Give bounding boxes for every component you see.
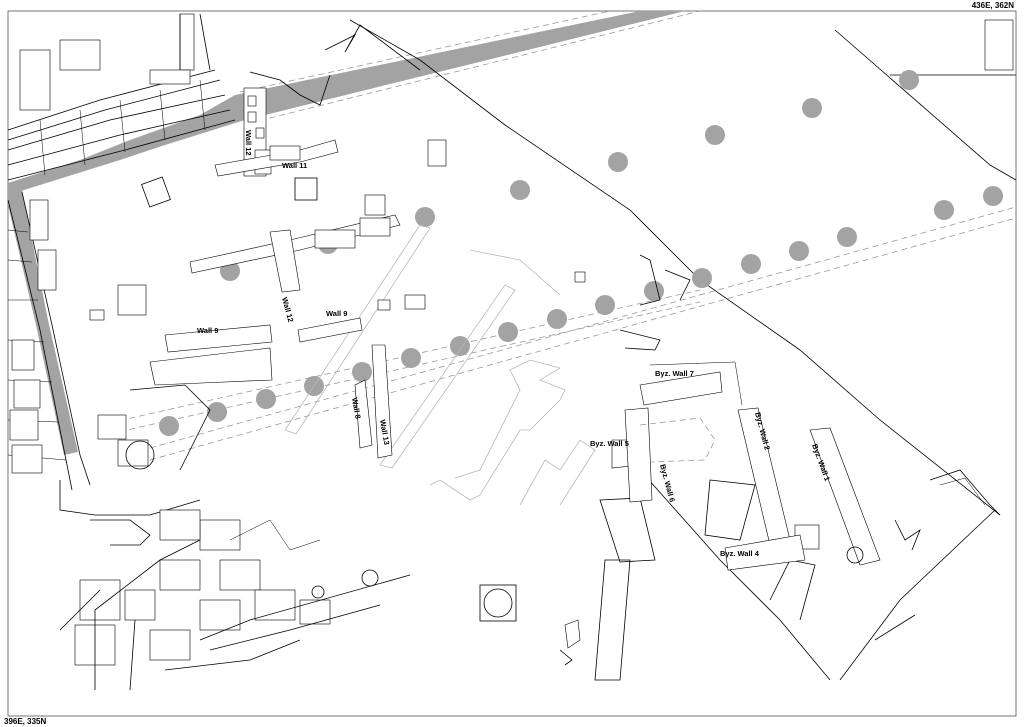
column (510, 180, 530, 200)
trench-edge-zigzag (324, 24, 421, 71)
coordinate-label-top-right: 436E, 362N (972, 1, 1014, 10)
square-feature-2 (141, 176, 171, 208)
column (595, 295, 615, 315)
northwest-masonry (7, 13, 236, 181)
label-wall-12-south: Wall 12 (280, 296, 295, 323)
column (705, 125, 725, 145)
column (692, 268, 712, 288)
colonnade-axis-dashed-4 (99, 301, 701, 437)
northeast-features (846, 19, 1014, 564)
west-wall-masonry (7, 191, 91, 491)
label-wall-9-west: Wall 9 (197, 326, 218, 335)
column (608, 152, 628, 172)
byzantine-room-outline (639, 417, 716, 463)
wall-9-east (189, 214, 401, 274)
column (415, 207, 435, 227)
column (644, 281, 664, 301)
square-feature (294, 177, 318, 201)
central-fragments (574, 254, 691, 351)
coordinate-label-bottom-left: 396E, 335N (4, 717, 46, 726)
column (159, 416, 179, 436)
column (789, 241, 809, 261)
label-wall-12-north: Wall 12 (244, 130, 253, 156)
southwest-structures (59, 384, 411, 691)
byz-wall-7 (639, 371, 723, 406)
wall-8 (354, 379, 373, 449)
column (498, 322, 518, 342)
column (256, 389, 276, 409)
label-byz-wall-4: Byz. Wall 4 (720, 549, 760, 558)
band-dashed-edge (239, 10, 611, 93)
grey-west-wall (8, 190, 78, 455)
south-central-blocks (594, 479, 816, 681)
wall-9-west (149, 324, 273, 386)
trench-boundary-ne (834, 29, 1017, 181)
column-row-north (510, 70, 919, 200)
column (837, 227, 857, 247)
column (934, 200, 954, 220)
round-pit (483, 588, 513, 618)
wall-12-south (269, 229, 301, 293)
byz-wall-1 (809, 427, 881, 566)
byz-wall-2 (737, 407, 820, 550)
column (547, 309, 567, 329)
label-wall-13: Wall 13 (378, 419, 391, 446)
east-room-boundary (649, 361, 743, 406)
wall-9-east-stub (297, 317, 363, 343)
label-wall-8: Wall 8 (350, 397, 363, 420)
byz-wall-4 (724, 534, 806, 571)
east-scale-bar (874, 614, 916, 641)
column (983, 186, 1003, 206)
trench-boundary-north (349, 19, 1001, 516)
column (899, 70, 919, 90)
trench-boundary-sw (639, 469, 831, 681)
label-byz-wall-7: Byz. Wall 7 (655, 369, 694, 378)
label-wall-11: Wall 11 (282, 161, 307, 170)
column (352, 362, 372, 382)
survey-line-2 (199, 13, 211, 71)
trench-edge-wavy (249, 71, 331, 106)
column (741, 254, 761, 274)
column (450, 336, 470, 356)
small-artifact-south (559, 619, 581, 666)
label-byz-wall-6: Byz. Wall 6 (658, 463, 677, 503)
grey-channel-band (8, 11, 685, 195)
column (401, 348, 421, 368)
square-pit (479, 584, 517, 622)
label-wall-9-east: Wall 9 (326, 309, 347, 318)
column (207, 402, 227, 422)
trench-boundary-se (839, 509, 996, 681)
label-byz-wall-5: Byz. Wall 5 (590, 439, 629, 448)
column (802, 98, 822, 118)
scattered-stones-west (89, 139, 447, 470)
byz-wall-5 (611, 407, 653, 503)
band-dashed-edge-2 (249, 10, 701, 124)
wall-11 (214, 139, 339, 177)
reconstruction-outlines (284, 224, 596, 506)
sheet-frame (7, 10, 1017, 717)
wall-13 (371, 344, 393, 459)
